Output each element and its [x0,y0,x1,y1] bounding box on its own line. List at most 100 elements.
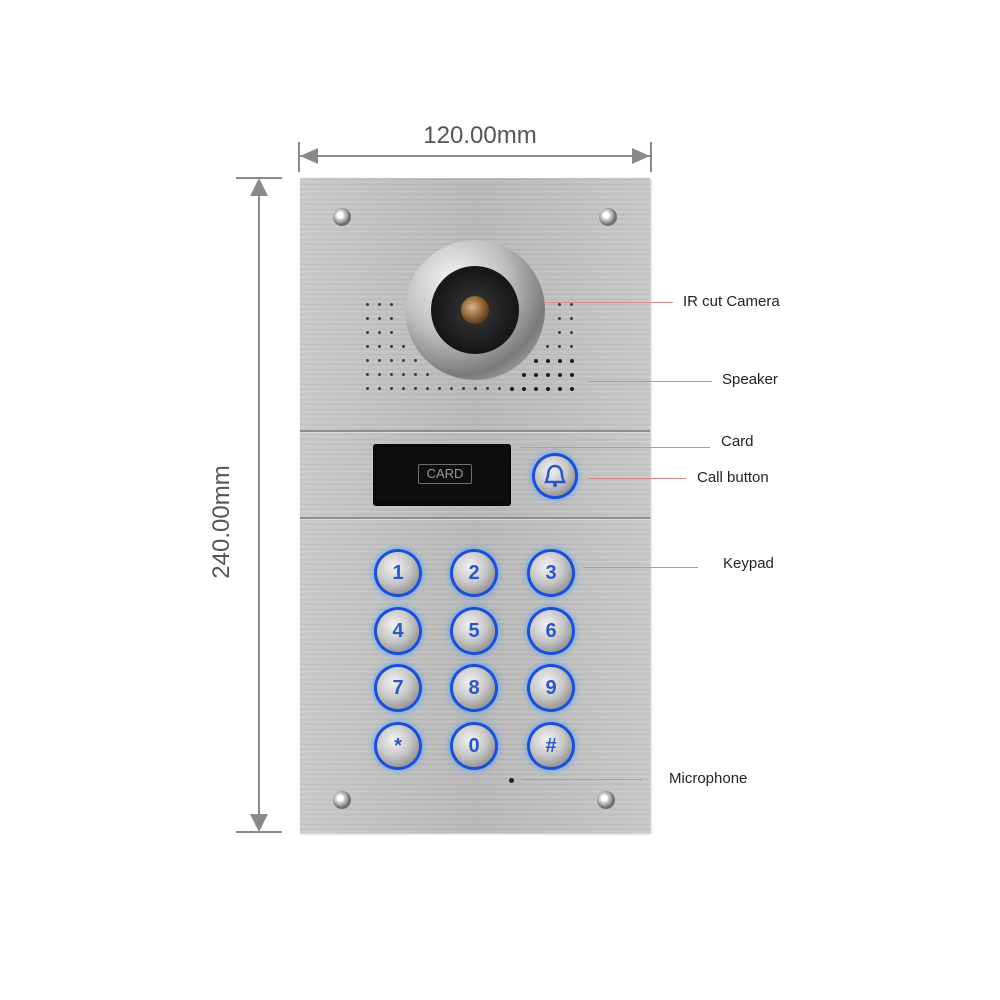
speaker-hole [534,387,538,391]
key-label: 9 [545,677,557,699]
speaker-hole [570,373,574,377]
speaker-hole [378,359,381,362]
speaker-hole [510,387,514,391]
width-dimension-label: 120.00mm [423,122,537,149]
microphone-hole [509,778,514,783]
speaker-hole [366,373,369,376]
speaker-hole [390,317,393,320]
speaker-hole [366,331,369,334]
speaker-hole [558,359,562,363]
key-label: * [394,735,402,757]
keypad-key-2[interactable]: 2 [453,552,495,594]
speaker-hole [378,331,381,334]
speaker-hole [546,387,550,391]
keypad-key-0[interactable]: 0 [453,725,495,767]
speaker-hole [546,359,550,363]
speaker-callout: Speaker [722,371,778,388]
speaker-hole [414,373,417,376]
speaker-hole [570,359,574,363]
speaker-hole [390,331,393,334]
speaker-hole [570,345,573,348]
speaker-hole [546,373,550,377]
speaker-hole [378,317,381,320]
call-button[interactable] [535,456,575,496]
speaker-hole [570,303,573,306]
camera-lens [461,296,489,324]
keypad-key-7[interactable]: 7 [377,667,419,709]
speaker-hole [570,317,573,320]
microphone-leader-line [522,779,642,780]
speaker-hole [402,373,405,376]
speaker-hole [426,373,429,376]
speaker-hole [498,387,501,390]
keypad-key-3[interactable]: 3 [530,552,572,594]
speaker-hole [486,387,489,390]
card-callout: Card [721,433,754,450]
speaker-hole [390,359,393,362]
camera-leader-line [545,302,673,303]
height-arrow-down [250,814,268,832]
speaker-hole [558,373,562,377]
speaker-hole [414,359,417,362]
speaker-hole [558,345,561,348]
card-leader-line [520,447,710,448]
speaker-hole [558,331,561,334]
screw-icon [599,208,617,226]
speaker-hole [438,387,441,390]
speaker-hole [558,317,561,320]
keypad-key-1[interactable]: 1 [377,552,419,594]
speaker-hole [402,345,405,348]
speaker-hole [366,345,369,348]
card-reader-label: CARD [418,464,472,484]
speaker-hole [402,387,405,390]
call-button-leader-line [588,478,686,479]
keypad-key-star[interactable]: * [377,725,419,767]
height-dimension-label: 240.00mm [208,465,235,579]
speaker-hole [414,387,417,390]
speaker-hole [462,387,465,390]
speaker-hole [546,345,549,348]
panel-divider-bottom [300,517,650,520]
speaker-hole [390,373,393,376]
camera-callout: IR cut Camera [683,293,780,310]
speaker-hole [534,359,538,363]
width-dimension-line [300,155,650,157]
speaker-hole [558,303,561,306]
speaker-hole [366,317,369,320]
height-dimension-line [258,180,260,830]
key-label: 7 [392,677,404,699]
speaker-hole [378,345,381,348]
bell-icon [544,464,566,487]
keypad-key-hash[interactable]: # [530,725,572,767]
speaker-hole [378,387,381,390]
width-arrow-left [300,148,318,164]
speaker-hole [570,387,574,391]
camera-icon [405,240,545,380]
speaker-hole [570,331,573,334]
microphone-callout: Microphone [669,770,748,787]
keypad-key-5[interactable]: 5 [453,610,495,652]
speaker-leader-line [588,381,712,382]
keypad-key-8[interactable]: 8 [453,667,495,709]
height-arrow-up [250,178,268,196]
speaker-hole [534,373,538,377]
card-reader[interactable]: CARD [373,444,511,506]
key-label: 0 [468,735,480,757]
speaker-hole [366,387,369,390]
keypad-key-9[interactable]: 9 [530,667,572,709]
keypad-key-6[interactable]: 6 [530,610,572,652]
speaker-hole [450,387,453,390]
speaker-hole [522,373,526,377]
keypad-key-4[interactable]: 4 [377,610,419,652]
key-label: 4 [392,620,404,642]
speaker-hole [390,303,393,306]
speaker-hole [378,373,381,376]
screw-icon [597,791,615,809]
speaker-hole [474,387,477,390]
camera-lens-housing [431,266,519,354]
width-dimension-tick-left [298,142,300,172]
width-dimension-tick-right [650,142,652,172]
speaker-hole [426,387,429,390]
key-label: 1 [392,562,404,584]
speaker-grille [366,303,586,403]
